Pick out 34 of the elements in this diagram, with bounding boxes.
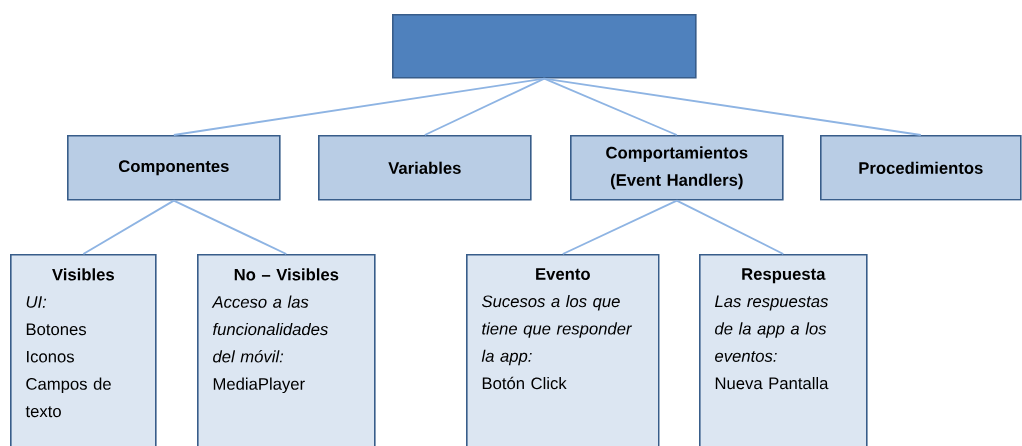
connector-line (543, 77, 678, 136)
description: UI: (26, 296, 47, 308)
info-box (699, 254, 868, 446)
label: Variables (388, 161, 461, 174)
info-box (466, 254, 660, 446)
connector-line (561, 199, 678, 255)
label: Comportamientos (Event Handlers) (606, 146, 748, 190)
title-box (392, 14, 697, 79)
heading: Visibles (52, 268, 114, 281)
category-box (67, 135, 281, 201)
heading: Evento (536, 268, 590, 280)
list-item: Botones (26, 323, 87, 336)
info-box (10, 254, 157, 446)
category-box (318, 135, 532, 201)
description: Acceso a las funcionalidades del móvil: (211, 295, 328, 363)
info-box (197, 254, 376, 446)
connector-line (543, 77, 922, 136)
list-item: Iconos (27, 350, 74, 363)
heading: Respuesta (742, 268, 826, 284)
category-box (820, 135, 1022, 201)
category-box (570, 135, 784, 201)
list-item: Nueva Pantalla (715, 376, 829, 390)
heading: No – Visibles (234, 268, 339, 281)
label: Componentes (118, 160, 229, 176)
connector-line (172, 199, 288, 255)
list-item: Campos de texto (25, 377, 111, 418)
connector-line (82, 199, 175, 255)
connector-line (675, 199, 785, 255)
label: Procedimientos (859, 161, 983, 174)
description: Sucesos a los que tiene que responder la app: (481, 294, 633, 366)
description: Las respuestas de la app a los eventos: (715, 295, 829, 362)
connector-line (423, 77, 546, 136)
list-item: Botón Click (482, 376, 567, 390)
list-item: MediaPlayer (213, 377, 305, 394)
